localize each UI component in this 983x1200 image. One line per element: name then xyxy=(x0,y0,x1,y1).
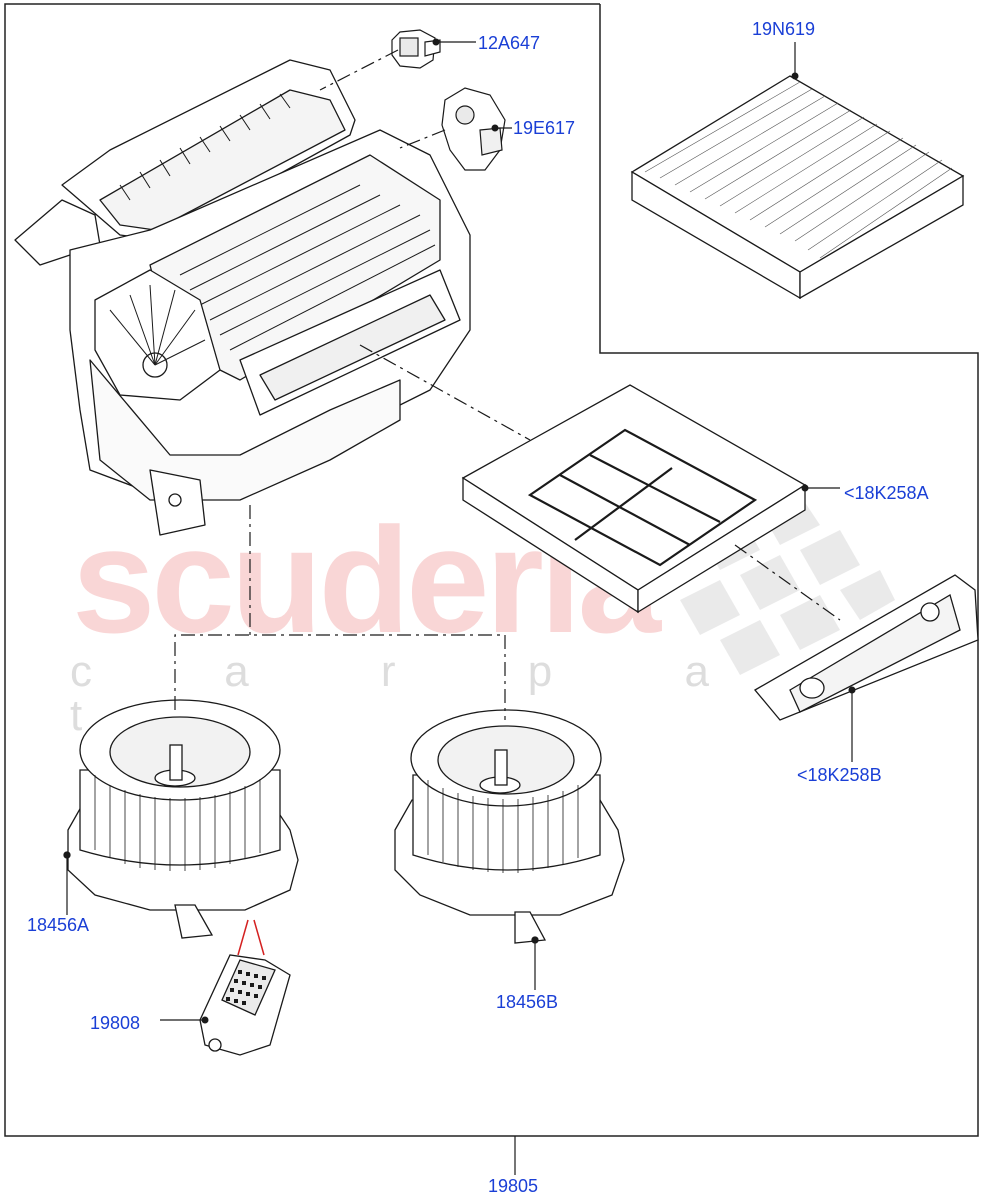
part-18456B-blower xyxy=(394,709,625,944)
part-18456A-blower xyxy=(63,699,299,939)
part-19E617-actuator xyxy=(441,87,506,171)
callout-18456B[interactable]: 18456B xyxy=(496,992,559,1012)
part-19808-resistor xyxy=(199,954,291,1056)
callout-leaders xyxy=(66,41,853,1175)
leader-19808-red xyxy=(237,919,265,956)
main-frame xyxy=(4,3,979,1137)
callout-18K258A[interactable]: <18K258A xyxy=(844,483,929,503)
hvac-housing xyxy=(14,59,471,536)
assembly-lines xyxy=(174,49,841,720)
part-19N619-cabin-filter xyxy=(630,75,965,300)
part-12A647-actuator xyxy=(391,29,441,69)
callout-19805[interactable]: 19805 xyxy=(488,1176,539,1196)
callout-18456A[interactable]: 18456A xyxy=(27,915,90,935)
part-18K258B-cover xyxy=(754,574,979,721)
callout-19N619[interactable]: 19N619 xyxy=(752,19,816,39)
part-18K258A-tray xyxy=(461,384,807,614)
watermark-tagline: c a r p a r t s xyxy=(70,647,856,740)
callout-dots xyxy=(201,38,856,1024)
callout-12A647[interactable]: 12A647 xyxy=(478,33,541,53)
callout-19808[interactable]: 19808 xyxy=(90,1013,141,1033)
callout-19E617[interactable]: 19E617 xyxy=(513,118,576,138)
frame xyxy=(4,3,979,1137)
callout-18K258B[interactable]: <18K258B xyxy=(797,765,882,785)
housing-scroll xyxy=(94,269,221,401)
